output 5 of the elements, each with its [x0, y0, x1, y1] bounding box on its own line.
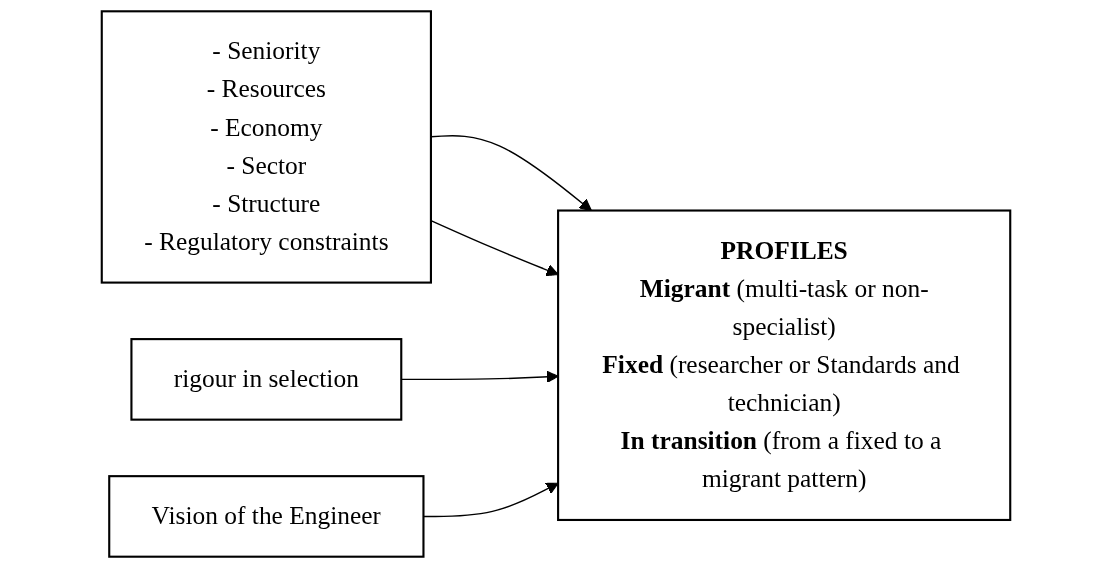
node-box: PROFILES Migrant (multi-task or non-specialist) Fixed (researcher or Standards and technician) In transition (from a fixed to a migrant pattern) — [557, 209, 1012, 521]
arrow — [430, 219, 559, 277]
node-box: rigour in selection — [130, 338, 403, 421]
node-box: - Seniority - Resources - Economy - Sector - Structure - Regulatory constraints — [100, 10, 432, 284]
node-box: Vision of the Engineer — [108, 475, 425, 558]
